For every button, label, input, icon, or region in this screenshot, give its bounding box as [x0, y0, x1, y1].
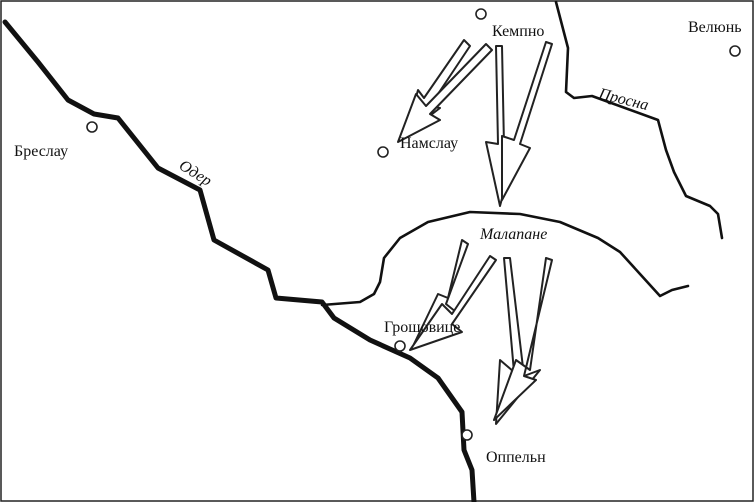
town-marker — [377, 146, 389, 158]
town-label: Бреслау — [14, 143, 68, 160]
town-marker — [394, 340, 406, 352]
town-label: Намслау — [400, 135, 458, 152]
town-label: Велюнь — [688, 19, 742, 36]
river-label-malapane: Малапане — [479, 226, 547, 243]
arrow-malapane-groshovitse-east — [409, 255, 497, 351]
town-marker — [86, 121, 98, 133]
town-breslau: Бреслау — [14, 121, 98, 160]
arrow-malapane-oppeln-east — [493, 257, 553, 421]
town-groshovitse: Грошовице — [384, 319, 460, 352]
malapane-river — [320, 210, 690, 307]
town-label: Грошовице — [384, 319, 460, 336]
town-marker — [475, 8, 487, 20]
arrow-kempno-namslau-east — [397, 43, 493, 143]
town-label: Оппельн — [486, 449, 546, 466]
town-marker — [461, 429, 473, 441]
town-kempno: Кемпно — [475, 8, 544, 40]
town-label: Кемпно — [492, 23, 544, 40]
town-oppeln: Оппельн — [461, 429, 546, 466]
town-velyun: Велюнь — [688, 19, 742, 57]
arrow-kempno-malapane-east — [501, 41, 553, 201]
town-namslau: Намслау — [377, 135, 458, 158]
oder-river — [2, 19, 477, 502]
town-marker — [729, 45, 741, 57]
prosna-river — [554, 0, 724, 240]
river-label-prosna: Просна — [596, 85, 650, 114]
